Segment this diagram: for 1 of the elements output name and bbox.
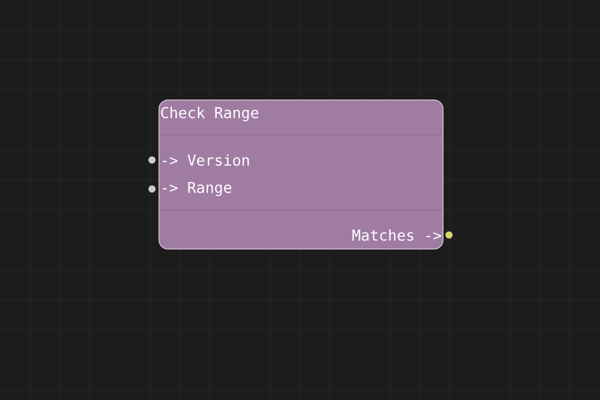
node-card: Check Range -> Version -> Range Matches ->	[158, 100, 444, 250]
